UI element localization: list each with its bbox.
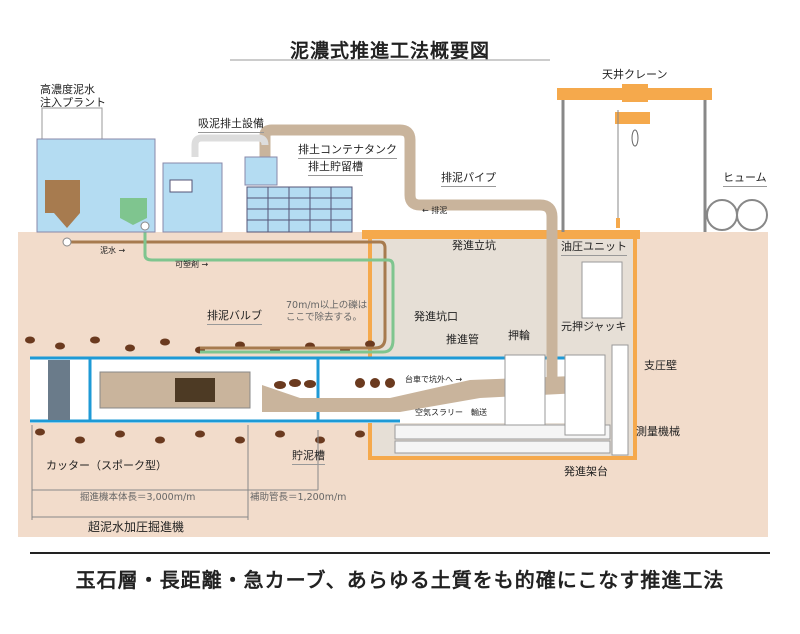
shaft-label: 発進立坑: [452, 239, 496, 252]
overhead-crane: [557, 84, 712, 232]
suction-label: 吸泥排土設備: [198, 117, 264, 133]
gravel-note-1: 70m/m以上の礫は: [286, 300, 368, 311]
frame-label: 発進架台: [564, 465, 608, 478]
container-label: 排土コンテナタンク: [298, 143, 397, 159]
plant-label-2: 注入プラント: [40, 96, 106, 109]
push-pipe-label: 推進管: [446, 333, 479, 346]
valve-label: 排泥バルブ: [207, 309, 262, 325]
discharge-pipe: [259, 124, 558, 380]
plant-tank: [41, 107, 103, 140]
gravel-note-2: ここで除去する。: [286, 312, 363, 323]
push-ring-label: 押輪: [508, 329, 530, 342]
survey-label: 測量機械: [636, 425, 680, 438]
plasticizer-label: 可塑剤 →: [175, 260, 209, 269]
hydraulic-label: 油圧ユニット: [561, 240, 627, 256]
cart-label: 台車で坑外へ →: [405, 375, 463, 384]
jack-label: 元押ジャッキ: [561, 320, 627, 333]
entrance-label: 発進坑口: [414, 310, 458, 323]
mud-water-pipe: [67, 240, 387, 350]
shaft-top-beam: [362, 230, 640, 239]
plant-label-1: 高濃度泥水: [40, 83, 95, 96]
page-title: 泥濃式推進工法概要図: [289, 40, 490, 62]
hume-pipe: [736, 199, 768, 231]
mud-water-label: 泥水 →: [100, 246, 126, 255]
cutter-head: [48, 360, 70, 420]
air-slurry-label: 空気スラリー 輸送: [415, 408, 487, 417]
machine-label: 超泥水加圧掘進機: [88, 520, 185, 534]
jack: [564, 354, 606, 436]
launch-frame: [394, 424, 611, 440]
hydraulic-unit: [581, 261, 623, 319]
storage-tank: [246, 186, 353, 233]
hume-pipe: [706, 199, 738, 231]
hume-label: ヒューム: [723, 171, 767, 187]
aux-length: 補助管長＝1,200m/m: [250, 492, 347, 503]
body-length: 掘進機本体長＝3,000m/m: [80, 492, 196, 503]
container-tank: [244, 156, 278, 186]
mud-tank-label: 貯泥槽: [292, 449, 325, 465]
wall-label: 支圧壁: [644, 359, 677, 372]
reaction-wall: [611, 344, 629, 456]
push-ring: [504, 354, 546, 426]
suction-unit: [162, 162, 223, 233]
plasticizer-pipe: [143, 228, 395, 354]
cutter-label: カッター（スポーク型）: [46, 459, 167, 472]
crane-label: 天井クレーン: [602, 68, 668, 81]
discharge-label: ← 排泥: [422, 206, 448, 215]
mud-pipe-label: 排泥パイプ: [441, 171, 496, 187]
storage-label: 排土貯留槽: [308, 160, 363, 176]
tagline: 玉石層・長距離・急カーブ、あらゆる土質をも的確にこなす推進工法: [75, 568, 725, 592]
